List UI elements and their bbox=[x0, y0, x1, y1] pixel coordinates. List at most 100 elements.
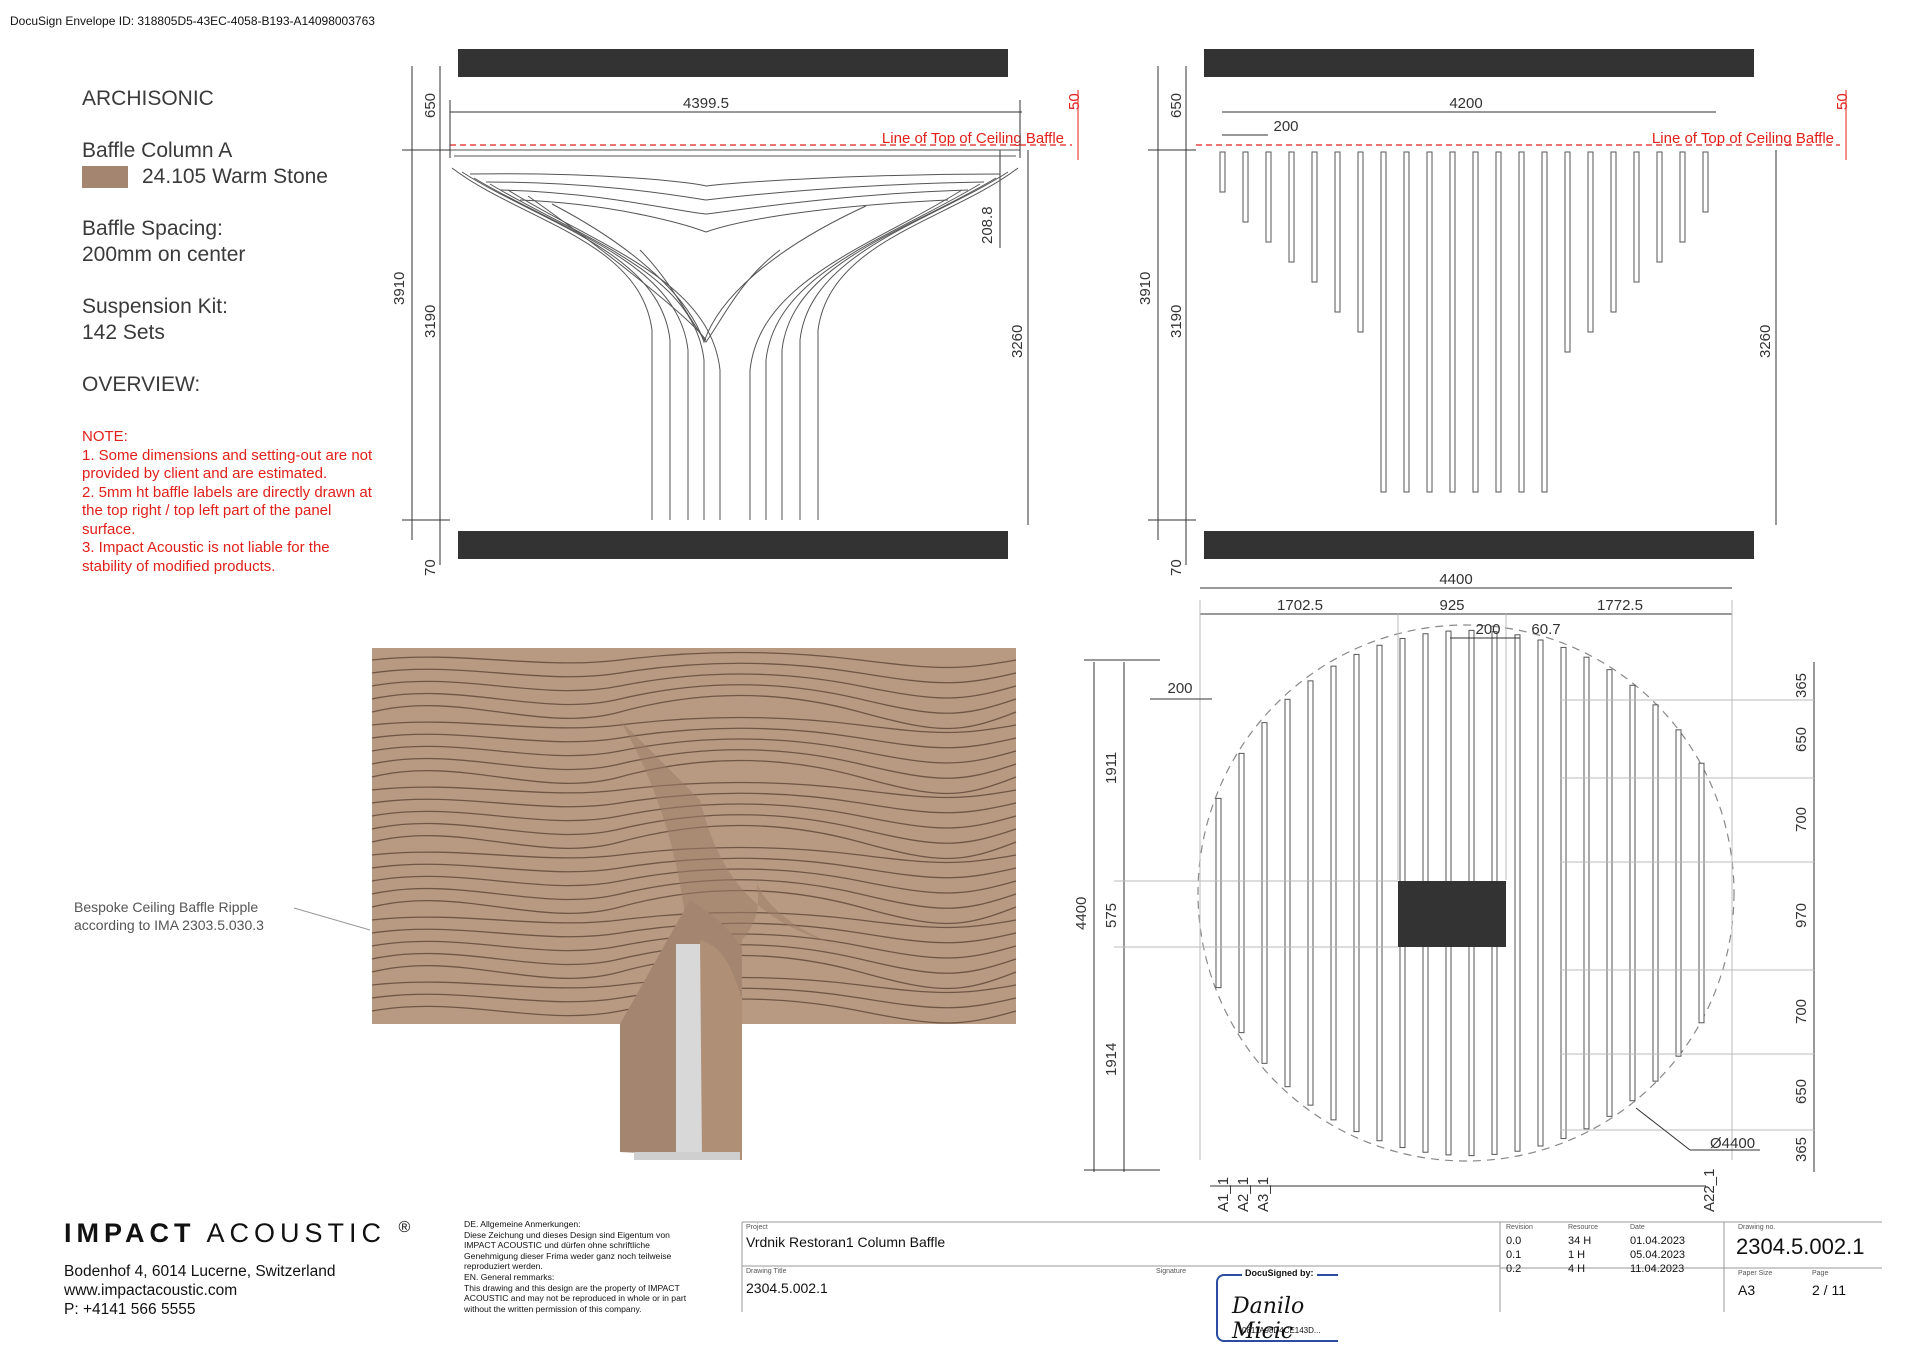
dim-bottom-gap: 70 bbox=[422, 559, 439, 576]
floor-slab bbox=[1204, 531, 1754, 559]
ripple-line bbox=[371, 716, 1017, 734]
phone: P: +4141 566 5555 bbox=[64, 1301, 196, 1318]
ripple-line bbox=[371, 781, 1017, 799]
baffle bbox=[1564, 151, 1571, 353]
plan-baffle bbox=[1376, 644, 1383, 1142]
kit-value: 142 Sets bbox=[82, 321, 165, 344]
plan-baffle bbox=[1238, 752, 1245, 1034]
note-line: the top right / top left part of the pan… bbox=[82, 502, 332, 519]
product-title: Baffle Column A bbox=[82, 139, 233, 162]
baffle bbox=[1334, 151, 1341, 313]
revision-list: 0.0 0.1 0.2 bbox=[1506, 1235, 1522, 1275]
label-a22: A22_1 bbox=[1701, 1169, 1718, 1212]
date-list: 01.04.2023 05.04.2023 11.04.2023 bbox=[1630, 1235, 1686, 1275]
dim-right-5: 700 bbox=[1793, 999, 1810, 1024]
dim-width: 4200 bbox=[1449, 95, 1482, 112]
resource-label: Resource bbox=[1568, 1224, 1598, 1231]
baffle bbox=[1702, 151, 1709, 213]
red-dim: 50 bbox=[1066, 93, 1083, 110]
caption-line: Bespoke Ceiling Baffle Ripple bbox=[74, 899, 259, 915]
company-name: ARCHISONIC bbox=[82, 87, 214, 110]
dim-right-7: 365 bbox=[1793, 1137, 1810, 1162]
plan-baffle bbox=[1353, 653, 1360, 1133]
baffle bbox=[1656, 151, 1663, 263]
label-a2: A2_1 bbox=[1235, 1177, 1252, 1212]
dim-right-height: 3260 bbox=[1009, 325, 1026, 358]
ripple-line bbox=[371, 846, 1017, 864]
plan-baffle bbox=[1652, 704, 1659, 1082]
column-plan bbox=[1398, 881, 1506, 947]
ripple-line bbox=[371, 824, 1017, 860]
dim-right-2: 650 bbox=[1793, 727, 1810, 752]
page-number: 2 / 11 bbox=[1812, 1282, 1846, 1298]
caption-line: according to IMA 2303.5.030.3 bbox=[74, 917, 264, 933]
ripple-line bbox=[371, 694, 1017, 730]
brand-logo: IMPACT ACOUSTIC ® bbox=[64, 1218, 416, 1248]
note-block: NOTE: 1. Some dimensions and setting-out… bbox=[82, 428, 402, 576]
baffle bbox=[1219, 151, 1226, 193]
dim-inner-height: 3190 bbox=[1168, 305, 1185, 338]
note-line: provided by client and are estimated. bbox=[82, 465, 328, 482]
plan-baffle bbox=[1215, 797, 1222, 989]
page-label: Page bbox=[1812, 1270, 1829, 1277]
drawing-no-label: Drawing no. bbox=[1738, 1224, 1776, 1231]
note-line: 1. Some dimensions and setting-out are n… bbox=[82, 446, 373, 464]
dim-right-4: 970 bbox=[1793, 903, 1810, 928]
ripple-line bbox=[371, 738, 1017, 764]
signature: Danilo Micic bbox=[1232, 1294, 1305, 1344]
signature-id: 0811A98D4CE143D... bbox=[1242, 1326, 1321, 1335]
project-label: Project bbox=[746, 1224, 768, 1231]
plan-baffle bbox=[1307, 680, 1314, 1106]
dim-center-part: 925 bbox=[1439, 597, 1464, 614]
baffle bbox=[1403, 151, 1410, 493]
drawing-title-value: 2304.5.002.1 bbox=[746, 1280, 828, 1296]
baffle bbox=[1679, 151, 1686, 243]
dim-inner-height: 3190 bbox=[422, 305, 439, 338]
note-line: 3. Impact Acoustic is not liable for the bbox=[82, 539, 330, 556]
drawing-no: 2304.5.002.1 bbox=[1736, 1234, 1865, 1259]
ripple-line bbox=[371, 684, 1017, 714]
plan-baffle bbox=[1606, 669, 1613, 1117]
ripple-line bbox=[371, 651, 1017, 669]
dim-right-height: 3260 bbox=[1757, 325, 1774, 358]
plan-baffle bbox=[1284, 698, 1291, 1088]
overview-heading: OVERVIEW: bbox=[82, 373, 201, 396]
note-line: 2. 5mm ht baffle labels are directly dra… bbox=[82, 483, 372, 501]
dim-ripple: 208.8 bbox=[979, 206, 996, 244]
label-a1: A1_1 bbox=[1215, 1177, 1232, 1212]
company-address: Bodenhof 4, 6014 Lucerne, Switzerland ww… bbox=[64, 1262, 335, 1319]
plan-baffle bbox=[1261, 722, 1268, 1064]
dim-offset: 60.7 bbox=[1531, 621, 1560, 638]
dim-left-lower: 1914 bbox=[1103, 1043, 1120, 1076]
color-swatch bbox=[82, 166, 128, 188]
baffle bbox=[1472, 151, 1479, 493]
ripple-line bbox=[371, 749, 1017, 779]
baffle bbox=[1311, 151, 1318, 283]
plan-baffle bbox=[1698, 762, 1705, 1024]
signature-label: Signature bbox=[1156, 1268, 1186, 1275]
baffle bbox=[1380, 151, 1387, 493]
red-line-label: Line of Top of Ceiling Baffle bbox=[1652, 130, 1834, 147]
spacing-value: 200mm on center bbox=[82, 243, 246, 266]
left-elevation: Line of Top of Ceiling Baffle 50 4399.5 … bbox=[391, 49, 1083, 576]
baffle bbox=[1633, 151, 1640, 283]
note-line: surface. bbox=[82, 520, 136, 538]
baffle bbox=[1242, 151, 1249, 223]
title-block-frame bbox=[741, 1221, 1882, 1312]
resource-list: 34 H 1 H 4 H bbox=[1568, 1235, 1592, 1275]
plan-baffle bbox=[1560, 646, 1567, 1140]
ripple-line bbox=[371, 759, 1017, 795]
dim-spacing: 200 bbox=[1273, 118, 1298, 135]
ripple-line bbox=[371, 662, 1017, 684]
dim-total-height: 3910 bbox=[1137, 272, 1154, 305]
dim-spacing-top: 200 bbox=[1475, 621, 1500, 638]
red-line-label: Line of Top of Ceiling Baffle bbox=[882, 130, 1064, 147]
ceiling-slab bbox=[458, 49, 1008, 77]
paper-size-label: Paper Size bbox=[1738, 1270, 1773, 1277]
ripple-line bbox=[371, 803, 1017, 829]
baffle-render bbox=[293, 648, 1017, 1160]
baffle bbox=[1288, 151, 1295, 263]
baffle bbox=[1587, 151, 1594, 333]
baffle bbox=[1541, 151, 1548, 493]
dim-right-part: 1772.5 bbox=[1597, 597, 1643, 614]
